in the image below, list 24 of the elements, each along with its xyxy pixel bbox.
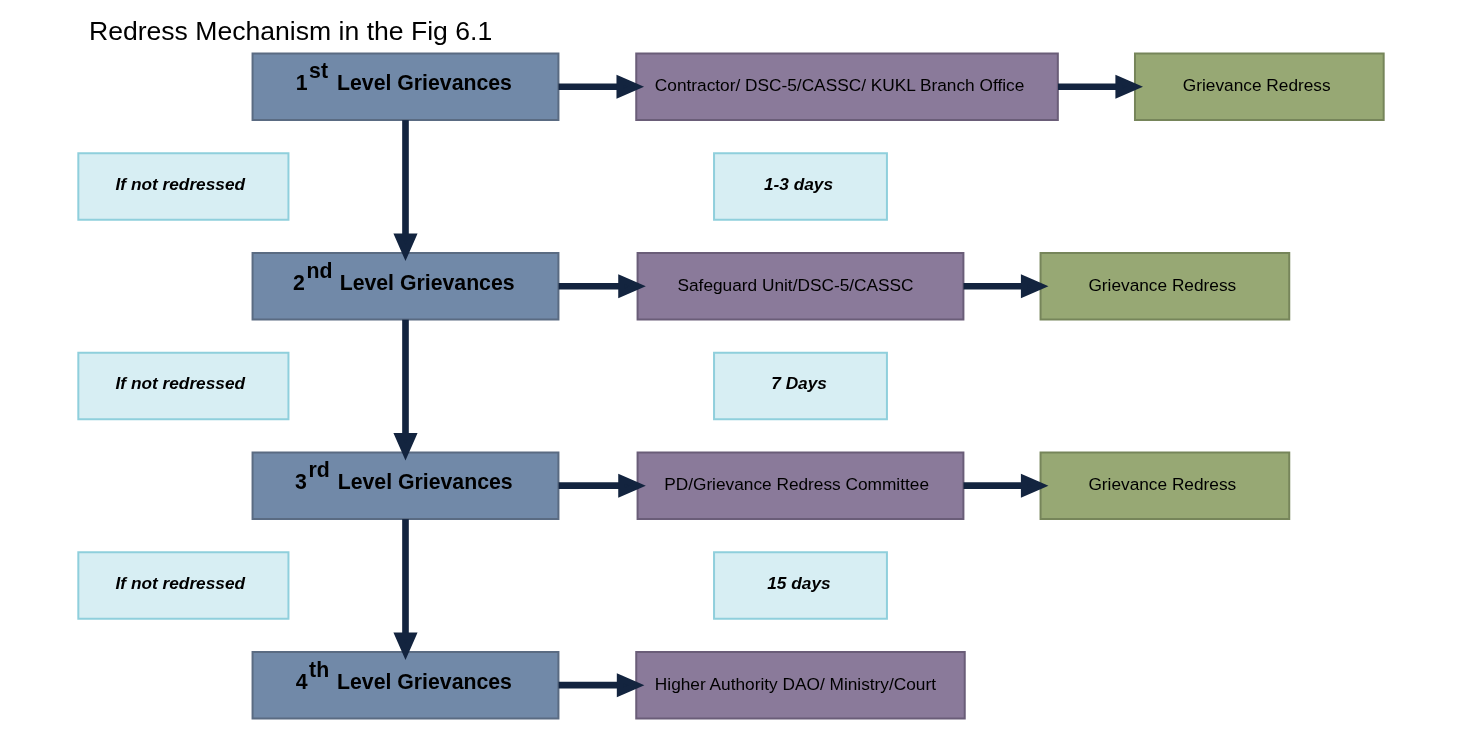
node-box: Grievance Redress [1039,251,1291,321]
node-box: 7 Days [713,351,888,421]
arrow [393,319,418,461]
node-box: If not redressed [77,152,290,221]
arrow [558,274,646,299]
diagram-title: Redress Mechanism in the Fig 6.1 [88,16,493,47]
node-box: Higher Authority DAO/ Ministry/Court [635,650,966,720]
node-box: Grievance Redress [1134,52,1385,121]
node-box: Grievance Redress [1039,451,1291,520]
node-box: 1-3 days [713,152,888,221]
arrow [393,120,418,262]
node-box: If not redressed [77,551,290,620]
node-box: Safeguard Unit/DSC-5/CASSC [636,251,965,321]
arrow [963,274,1049,299]
arrow [558,74,645,99]
node-box: 15 days [713,551,888,620]
node-box: Contractor/ DSC-5/CASSC/ KUKL Branch Office [635,52,1059,121]
arrow [963,473,1049,498]
arrow [558,673,645,698]
node-box: If not redressed [77,351,290,421]
arrow [1058,74,1143,99]
arrow [393,519,418,661]
arrow [558,473,646,498]
node-box: PD/Grievance Redress Committee [636,451,965,520]
